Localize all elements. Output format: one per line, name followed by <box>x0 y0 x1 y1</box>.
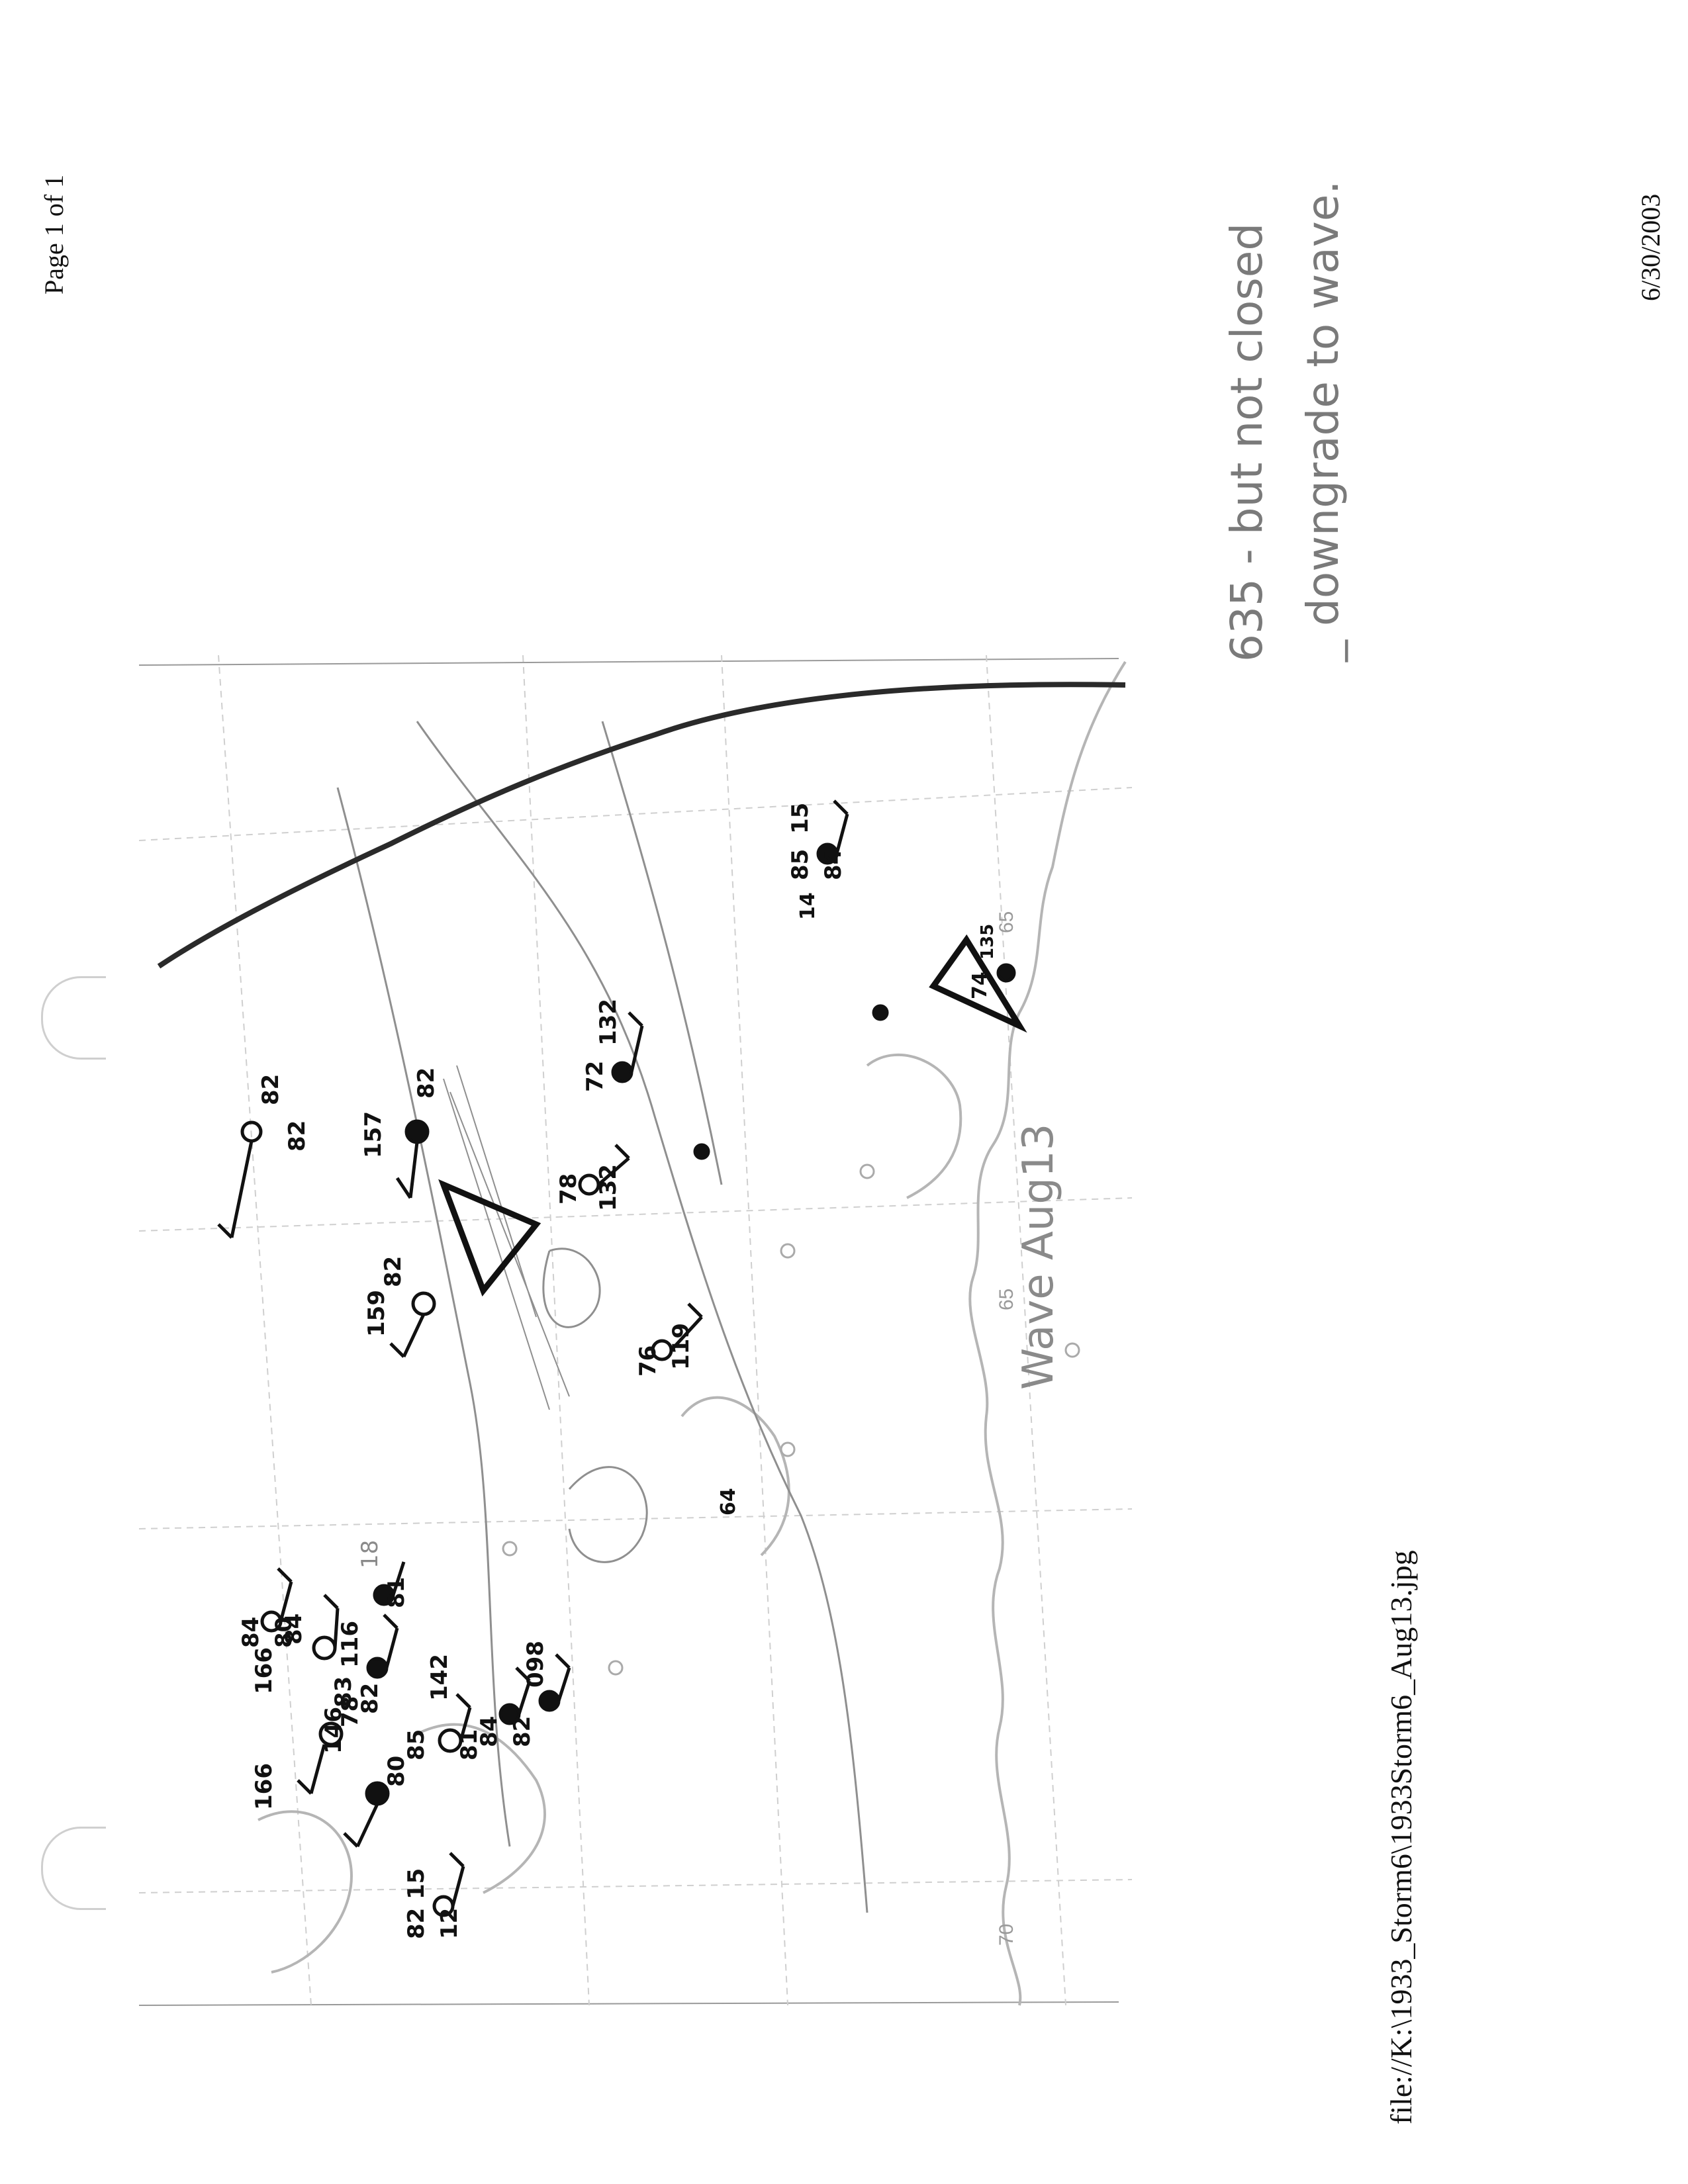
longitude-label: 65 <box>996 1289 1017 1310</box>
coastline <box>258 660 1127 2006</box>
station-report: 84 82 <box>476 1666 536 1747</box>
station-value: 64 <box>717 1488 740 1516</box>
station-value: 166 <box>251 1647 277 1694</box>
map-frame <box>139 658 1119 2006</box>
station-report: 82 159 <box>363 1256 436 1358</box>
file-path: file://K:\1933_Storm6\1933Storm6_Aug13.j… <box>1384 1550 1418 2124</box>
front-line <box>157 682 1126 969</box>
station-report: 64 <box>693 1143 740 1516</box>
station-value: 82 <box>413 1068 440 1099</box>
station-value: 18 <box>357 1540 383 1569</box>
longitude-label: 70 <box>996 1924 1017 1946</box>
station-value: 132 <box>595 1164 622 1211</box>
station-value: 81 <box>456 1729 483 1760</box>
station-report: 82 82 <box>217 1074 310 1239</box>
station-value: 84 <box>820 849 847 880</box>
station-value: 15 <box>787 803 814 834</box>
station-reports: 82 82 82 157 82 159 <box>217 799 1016 1939</box>
station-value: 157 <box>360 1111 387 1158</box>
station-value: 82 <box>380 1256 406 1287</box>
station-report: 78 166 <box>251 1696 363 1810</box>
station-value: 80 <box>271 1617 297 1648</box>
station-value: 82 <box>258 1074 284 1105</box>
annotation-line: Wave Aug13 <box>1014 1124 1063 1390</box>
station-value: 12 <box>436 1908 463 1939</box>
station-report: 84 80 <box>238 1567 297 1648</box>
station-value: 82 <box>284 1120 310 1152</box>
weather-map-canvas: 65 65 70 82 82 82 157 <box>139 655 1133 2006</box>
station-value: 84 <box>476 1716 502 1747</box>
grid-lines <box>139 655 1133 2006</box>
station-value: 82 <box>509 1716 536 1747</box>
handwritten-annotation: Wave Aug13 <box>1014 1124 1063 1390</box>
storm-symbol-lower <box>929 934 1027 1033</box>
pencil-hatching <box>443 1065 570 1410</box>
station-value: 14 <box>796 892 820 920</box>
pencil-contours <box>336 721 868 1913</box>
station-report: 098 <box>522 1641 571 1712</box>
print-date: 6/30/2003 <box>1636 193 1665 301</box>
station-value: 81 <box>383 1577 410 1608</box>
station-value: 78 <box>337 1696 363 1727</box>
station-value: 84 <box>238 1617 264 1648</box>
station-value: 098 <box>522 1641 549 1688</box>
annotation-line: _ downgrade to wave. <box>1297 180 1348 662</box>
station-value: 72 <box>582 1061 608 1092</box>
station-value: 135 <box>978 924 998 960</box>
punch-hole <box>41 976 106 1060</box>
station-report: 14 <box>796 892 889 1021</box>
station-value: 74 <box>968 972 992 999</box>
station-report: 72 132 <box>582 999 644 1092</box>
station-value: 159 <box>363 1290 390 1337</box>
station-value: 15 <box>403 1868 430 1899</box>
station-value: 166 <box>251 1763 277 1810</box>
page-number: Page 1 of 1 <box>39 174 69 295</box>
station-value: 132 <box>595 999 622 1046</box>
station-value: 84 <box>281 1614 307 1645</box>
weather-map: 65 65 70 82 82 82 157 <box>139 655 1139 2012</box>
station-value: 83 <box>330 1676 357 1707</box>
longitude-label: 65 <box>996 911 1017 933</box>
station-report: 85 142 81 <box>403 1654 483 1760</box>
station-report: 81 18 <box>357 1540 410 1608</box>
station-report: 82 15 12 <box>403 1852 465 1939</box>
station-value: 78 <box>555 1173 582 1205</box>
station-value: 146 <box>320 1707 347 1754</box>
station-report: 82 157 <box>360 1068 440 1199</box>
station-report: 74 135 <box>968 924 1016 999</box>
station-value: 85 <box>787 849 814 880</box>
station-value: 119 <box>668 1323 694 1370</box>
station-report: 85 15 84 <box>787 799 849 880</box>
station-value: 142 <box>426 1654 453 1701</box>
station-report: 78 132 <box>555 1144 630 1211</box>
station-value: 82 <box>357 1683 383 1714</box>
station-value: 80 <box>383 1756 410 1787</box>
punch-hole <box>41 1827 106 1910</box>
station-report: 83 116 82 <box>330 1614 399 1714</box>
storm-symbol-upper <box>438 1179 541 1297</box>
station-report: 80 146 <box>320 1707 410 1848</box>
station-report: 84 166 <box>251 1594 340 1694</box>
station-report: 76 119 <box>635 1302 703 1377</box>
station-value: 85 <box>403 1729 430 1760</box>
station-value: 76 <box>635 1345 661 1377</box>
station-value: 116 <box>337 1621 363 1668</box>
annotation-line: 635 - but not closed <box>1221 222 1272 662</box>
base-map-stations <box>502 1163 1080 1676</box>
station-value: 82 <box>403 1908 430 1939</box>
